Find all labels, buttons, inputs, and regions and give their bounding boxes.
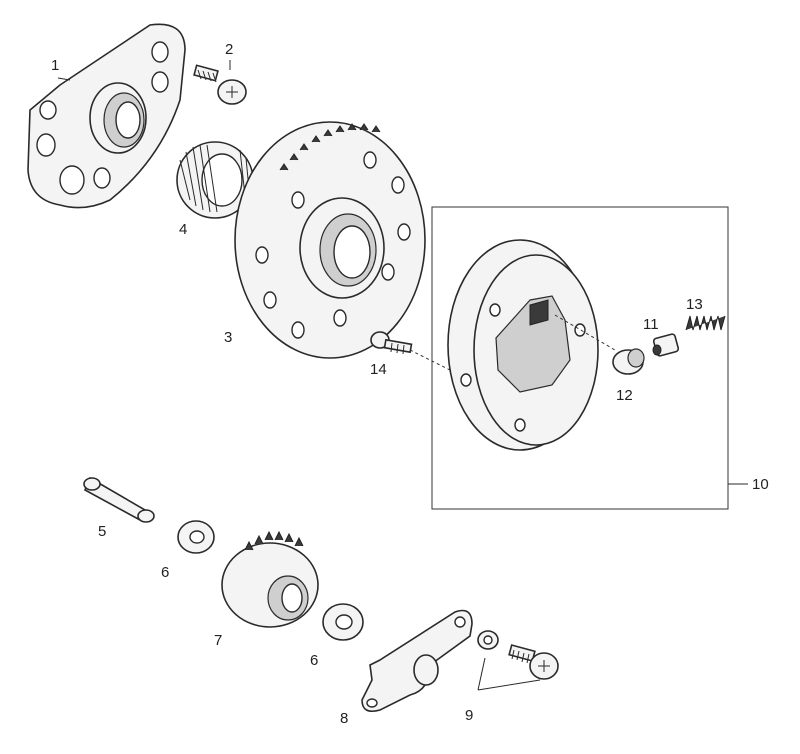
callout-1: 1: [51, 57, 60, 74]
callout-11: 11: [643, 316, 659, 333]
part-6-washer-lower: [322, 603, 364, 641]
callout-10: 10: [752, 476, 769, 493]
part-3-gear-disc: [234, 121, 426, 359]
callout-2: 2: [225, 41, 234, 58]
callout-13: 13: [686, 296, 703, 313]
assembly-10-frame: [431, 206, 729, 510]
callout-9: 9: [465, 707, 474, 724]
part-11-plunger: [652, 333, 680, 357]
part-10-clutch-hub: [447, 239, 599, 451]
callout-7: 7: [214, 632, 223, 649]
leader-line-9: [477, 657, 541, 691]
callout-6-lower: 6: [310, 652, 319, 669]
part-1-bracket-plate: [27, 23, 186, 209]
part-8-lever-plate: [361, 609, 473, 713]
part-7-starter-gear: [221, 530, 319, 628]
part-13-spring: [685, 315, 726, 331]
callout-4: 4: [179, 221, 188, 238]
part-2-screw: [193, 64, 247, 105]
part-9-washer-screw: [477, 630, 559, 680]
callout-6-upper: 6: [161, 564, 170, 581]
part-14-bolt: [370, 331, 413, 355]
part-6-washer-upper: [177, 520, 215, 554]
callout-5: 5: [98, 523, 107, 540]
callout-12: 12: [616, 387, 633, 404]
callout-3: 3: [224, 329, 233, 346]
part-12-roller: [612, 348, 645, 375]
leader-line-1: [57, 77, 71, 81]
part-5-shaft: [83, 476, 155, 523]
callout-14: 14: [370, 361, 387, 378]
callout-8: 8: [340, 710, 349, 727]
